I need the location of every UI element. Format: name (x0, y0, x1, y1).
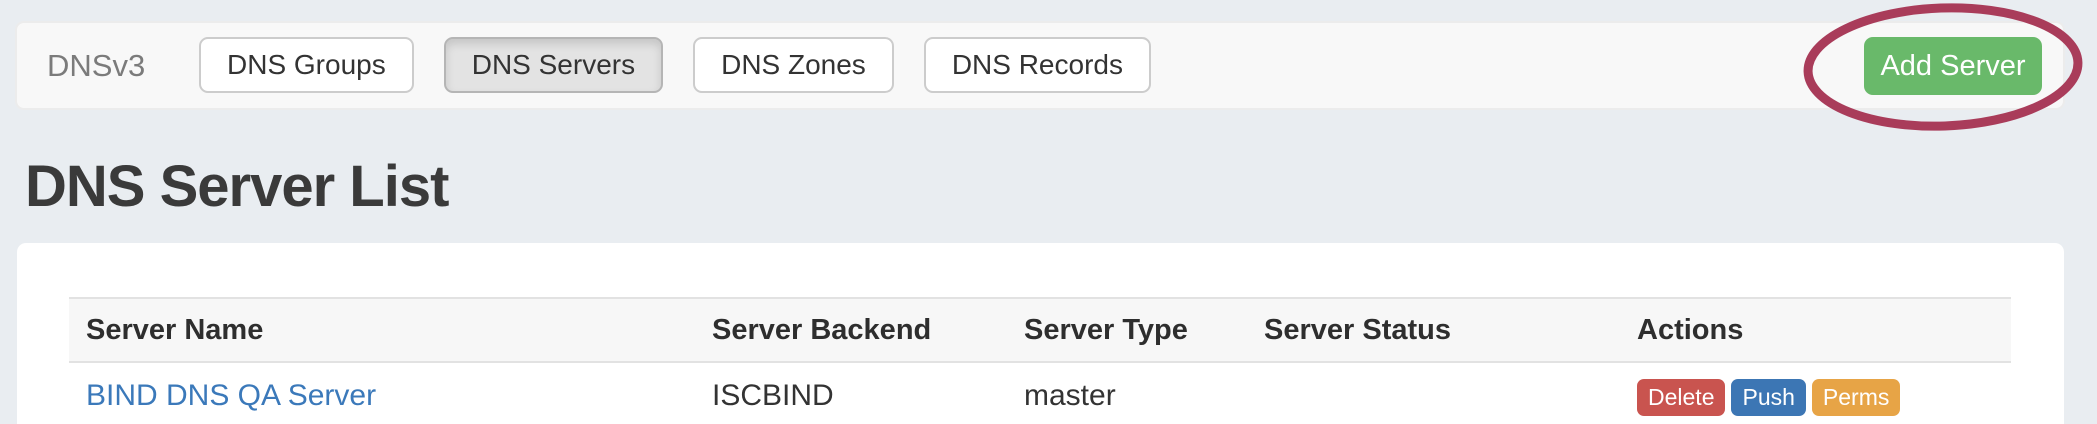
server-list-card: Server Name Server Backend Server Type S… (17, 243, 2064, 424)
navbar: DNSv3 DNS Groups DNS Servers DNS Zones D… (15, 21, 2065, 110)
table-row: BIND DNS QA Server ISCBIND master Delete… (69, 362, 2011, 424)
navbar-tabs: DNS Groups DNS Servers DNS Zones DNS Rec… (199, 37, 1151, 93)
push-button[interactable]: Push (1731, 379, 1806, 416)
server-type-value: master (1024, 379, 1116, 412)
perms-button[interactable]: Perms (1811, 379, 1901, 416)
column-header-server-status: Server Status (1247, 297, 1620, 363)
server-name-link[interactable]: BIND DNS QA Server (86, 379, 377, 412)
table-header-row: Server Name Server Backend Server Type S… (69, 297, 2011, 363)
column-header-actions: Actions (1620, 297, 2011, 363)
server-status-value (1247, 362, 1620, 424)
column-header-server-name: Server Name (69, 297, 695, 363)
delete-button[interactable]: Delete (1637, 379, 1726, 416)
server-table: Server Name Server Backend Server Type S… (69, 297, 2011, 424)
tab-dns-servers[interactable]: DNS Servers (443, 37, 664, 93)
navbar-brand[interactable]: DNSv3 (47, 47, 146, 83)
server-backend-value: ISCBIND (712, 379, 834, 412)
tab-dns-zones[interactable]: DNS Zones (693, 37, 894, 93)
page-title: DNS Server List (25, 154, 449, 219)
tab-dns-groups[interactable]: DNS Groups (199, 37, 414, 93)
add-server-button[interactable]: Add Server (1864, 37, 2042, 95)
tab-dns-records[interactable]: DNS Records (923, 37, 1151, 93)
column-header-server-type: Server Type (1007, 297, 1247, 363)
column-header-server-backend: Server Backend (695, 297, 1007, 363)
